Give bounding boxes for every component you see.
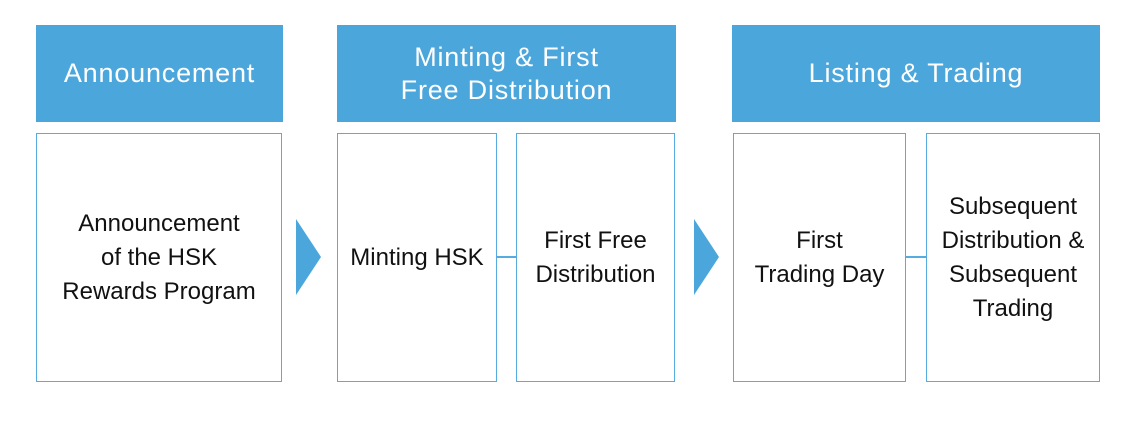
step-box-subsequent-distribution-trading: Subsequent Distribution & Subsequent Tra… xyxy=(926,133,1100,382)
step-text-line: Trading xyxy=(972,294,1054,322)
step-box-first-free-distribution: First Free Distribution xyxy=(516,133,675,382)
step-text-line: Distribution & xyxy=(941,226,1085,254)
step-text-line: First xyxy=(796,226,843,254)
arrow-right-icon xyxy=(296,219,321,295)
step-text-line: Distribution xyxy=(535,260,656,288)
step-text-line: Minting HSK xyxy=(350,243,484,271)
arrow-right-icon xyxy=(694,219,719,295)
phase-title-line: Minting & First xyxy=(414,41,599,72)
step-box-announcement-of-hsk-rewards-program: Announcement of the HSK Rewards Program xyxy=(36,133,282,382)
step-text-line: Announcement xyxy=(78,209,240,237)
phase-header-listing-trading: Listing & Trading xyxy=(732,25,1100,122)
phase-header-announcement: Announcement xyxy=(36,25,283,122)
step-text-line: Trading Day xyxy=(754,260,885,288)
step-text-line: First Free xyxy=(544,226,647,254)
connector-line xyxy=(497,256,516,258)
step-text-line: of the HSK xyxy=(100,243,218,271)
step-box-minting-hsk: Minting HSK xyxy=(337,133,497,382)
step-text-line: Subsequent xyxy=(948,192,1078,220)
phase-title: Announcement xyxy=(63,58,256,88)
phase-title-line: Free Distribution xyxy=(400,74,613,105)
step-text-line: Rewards Program xyxy=(62,277,256,305)
phase-header-minting-first-free-distribution: Minting & First Free Distribution xyxy=(337,25,676,122)
step-box-first-trading-day: First Trading Day xyxy=(733,133,906,382)
connector-line xyxy=(906,256,926,258)
phase-title: Listing & Trading xyxy=(808,58,1024,88)
step-text-line: Subsequent xyxy=(948,260,1078,288)
